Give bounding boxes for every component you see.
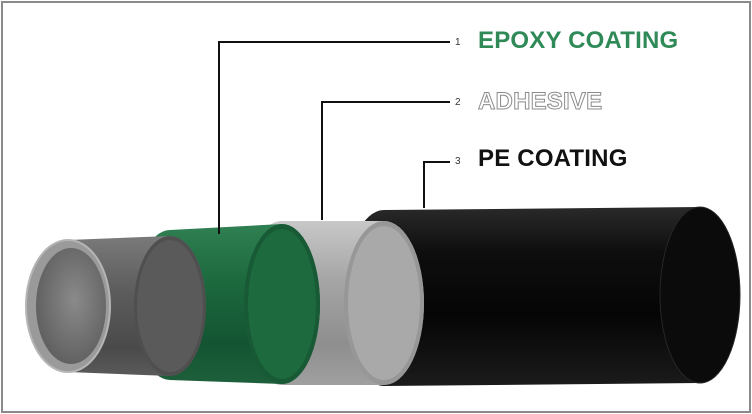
callout-lines <box>218 41 450 234</box>
callout-number-2: 2 <box>455 97 461 108</box>
adhesive-label: ADHESIVE <box>477 88 603 116</box>
pe-coating-label: PE COATING <box>478 145 628 172</box>
epoxy-coating-label: EPOXY COATING <box>478 27 679 54</box>
steel-pipe <box>25 236 206 376</box>
callout-number-3: 3 <box>455 156 461 167</box>
pe-coating-layer <box>344 206 741 386</box>
callout-line-2 <box>321 101 450 220</box>
callout-line-1 <box>218 41 450 234</box>
callout-number-1: 1 <box>455 37 461 48</box>
callout-line-3 <box>423 161 450 208</box>
